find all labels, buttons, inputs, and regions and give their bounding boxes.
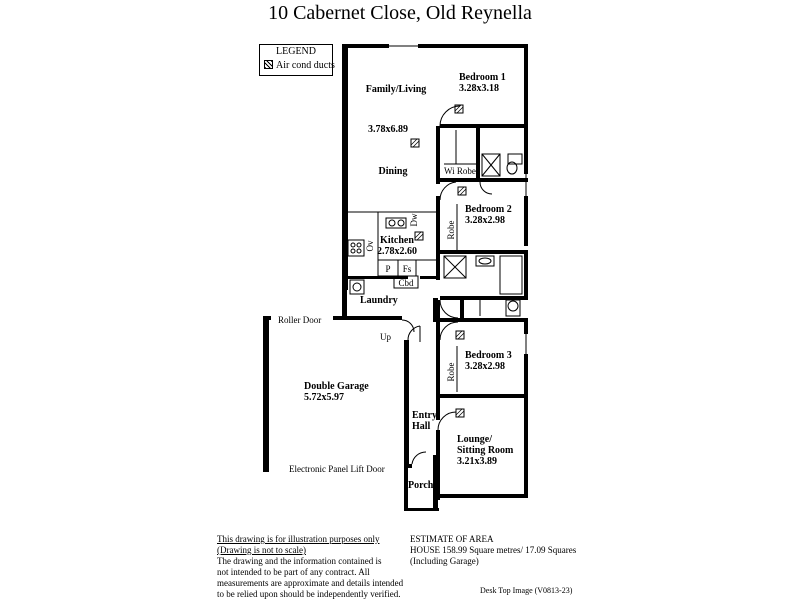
room-kitchen-label: Kitchen xyxy=(380,235,414,246)
dishwasher-label: Dw xyxy=(409,213,419,227)
room-dining-label: Dining xyxy=(378,166,408,177)
cupboard-label: Cbd xyxy=(398,278,414,288)
room-sitting-room-label: Sitting Room xyxy=(457,445,514,456)
room-wi-robe-label: Wi Robe xyxy=(444,166,476,176)
legend-item-label: Air cond ducts xyxy=(276,60,335,71)
roller-door-label: Roller Door xyxy=(278,315,322,325)
room-hall-label: Hall xyxy=(412,421,431,432)
oven-label: Ov xyxy=(365,240,375,252)
fridge-space-label: Fs xyxy=(402,264,412,274)
room-bedroom1-label: Bedroom 1 xyxy=(459,72,506,83)
disclaimer: This drawing is for illustration purpose… xyxy=(217,534,403,600)
room-laundry-label: Laundry xyxy=(360,295,398,306)
legend-row: Air cond ducts xyxy=(264,60,335,71)
air-duct-markers xyxy=(410,104,467,418)
room-bedroom2-size: 3.28x2.98 xyxy=(465,215,505,226)
estimate-heading: ESTIMATE OF AREA xyxy=(410,534,494,544)
air-duct-hatch xyxy=(410,104,467,418)
room-porch-label: Porch xyxy=(408,480,434,491)
page-title: 10 Cabernet Close, Old Reynella xyxy=(268,2,532,24)
disclaimer-line: (Drawing is not to scale) xyxy=(217,545,306,555)
room-bedroom1-size: 3.28x3.18 xyxy=(459,83,499,94)
disclaimer-line: This drawing is for illustration purpose… xyxy=(217,534,380,544)
legend-box: LEGEND Air cond ducts xyxy=(259,44,335,76)
estimate-house: HOUSE 158.99 Square metres/ 17.09 Square… xyxy=(410,545,577,555)
disclaimer-line: not intended to be part of any contract.… xyxy=(217,567,370,577)
disclaimer-line: measurements are approximate and details… xyxy=(217,578,404,588)
room-bedroom2-label: Bedroom 2 xyxy=(465,204,512,215)
credit: Desk Top Image (V0813-23) xyxy=(480,586,573,595)
room-bedroom3-label: Bedroom 3 xyxy=(465,350,512,361)
room-garage-size: 5.72x5.97 xyxy=(304,392,344,403)
disclaimer-line: The drawing and the information containe… xyxy=(217,556,382,566)
disclaimer-line: to be relied upon should be independentl… xyxy=(217,589,401,599)
room-bedroom3-size: 3.28x2.98 xyxy=(465,361,505,372)
room-kitchen-size: 2.78x2.60 xyxy=(377,246,417,257)
room-lounge-label: Lounge/ xyxy=(457,434,493,445)
thick-walls xyxy=(263,44,528,511)
estimate-note: (Including Garage) xyxy=(410,556,479,566)
room-family-living-size: 3.78x6.89 xyxy=(368,124,408,135)
pantry-label: P xyxy=(385,264,391,274)
up-label: Up xyxy=(380,332,391,342)
area-estimate: ESTIMATE OF AREA HOUSE 158.99 Square met… xyxy=(410,534,576,567)
legend-heading: LEGEND xyxy=(276,46,316,57)
room-garage-label: Double Garage xyxy=(304,381,369,392)
room-robe2-label: Robe xyxy=(446,220,456,240)
room-lounge-size: 3.21x3.89 xyxy=(457,456,497,467)
air-duct-icon xyxy=(264,60,273,69)
room-entry-label: Entry xyxy=(412,410,437,421)
lift-door-label: Electronic Panel Lift Door xyxy=(289,464,385,474)
room-family-living-label: Family/Living xyxy=(365,84,427,95)
fixtures xyxy=(347,45,527,497)
room-robe3-label: Robe xyxy=(446,362,456,382)
